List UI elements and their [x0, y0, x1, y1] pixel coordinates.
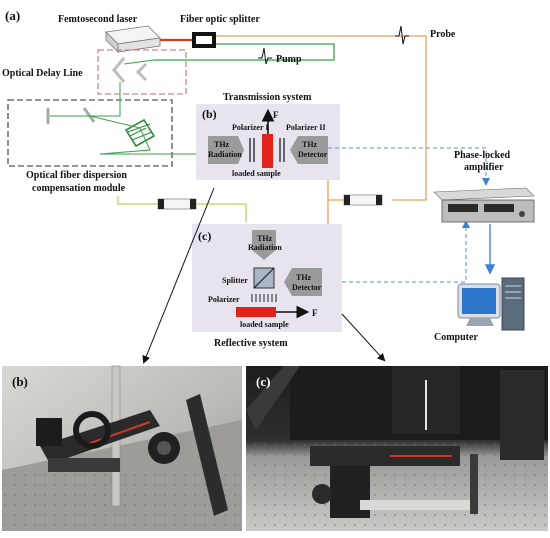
fiber-coupler-left-icon [157, 198, 197, 210]
thz-radiation-r-icon [252, 230, 276, 260]
thz-det-r-label-2: Detector [292, 283, 322, 292]
pump-fiber-lower [117, 196, 247, 222]
polarizer-r-icon [251, 294, 277, 302]
amplifier-icon [433, 187, 535, 223]
loaded-sample-t-label: loaded sample [232, 169, 281, 178]
dispersion-module-box [7, 99, 173, 167]
photo-b [2, 365, 242, 531]
thz-radiation-t-icon [208, 136, 244, 164]
panel-a-label: (a) [5, 8, 20, 23]
loaded-sample-r-label: loaded sample [240, 320, 289, 329]
probe-fiber-line [216, 35, 427, 201]
computer-label: Computer [434, 332, 478, 343]
thz-rad-r-label-1: THz [257, 234, 273, 243]
splitter-r-label: Splitter [222, 276, 248, 285]
probe-pulse-icon [395, 25, 409, 45]
probe-label: Probe [430, 29, 456, 40]
thz-rad-t-label-1: THz [214, 140, 230, 149]
photo-c [246, 366, 548, 531]
amplifier-label-2: amplifier [464, 162, 504, 173]
delay-beam [123, 59, 155, 65]
computer-icon [457, 277, 525, 331]
force-label-t: F [273, 110, 279, 120]
thz-rad-r-label-2: Radiation [248, 243, 282, 252]
thz-det-t-label-2: Detector [298, 150, 328, 159]
signal-line-r [300, 220, 470, 283]
thz-det-t-label-1: THz [302, 140, 318, 149]
panel-c-label: (c) [198, 229, 211, 243]
pump-fiber-line [154, 43, 335, 61]
amplifier-label-1: Phase-locked [454, 150, 511, 161]
sample-r-icon [236, 307, 276, 317]
polarizer-r-label: Polarizer [208, 295, 240, 304]
dispersion-beam [50, 96, 121, 117]
femtosecond-laser-icon [105, 25, 161, 53]
thz-rad-t-label-2: Radiation [208, 150, 242, 159]
polarizer1-label: Polarizer I [232, 123, 269, 132]
sample-t-icon [262, 134, 273, 168]
pump-to-module [100, 140, 207, 155]
reflective-title: Reflective system [214, 338, 288, 349]
dispersion-beam-2 [89, 115, 151, 155]
signal-line-t [328, 147, 490, 186]
force-label-r: F [312, 308, 318, 318]
beam-splitter-icon [253, 267, 275, 289]
polarizer2-label: Polarizer II [286, 123, 326, 132]
thz-detector-r-icon [284, 268, 322, 296]
callout-arrow-b [142, 187, 215, 364]
splitter-label: Fiber optic splitter [180, 14, 260, 25]
laser-label: Femtosecond laser [58, 14, 138, 25]
panel-b-label: (b) [202, 107, 217, 121]
delay-line-label: Optical Delay Line [2, 68, 83, 79]
photo-b-label: (b) [12, 374, 28, 389]
fiber-splitter-icon [192, 32, 216, 48]
callout-arrow-c [341, 313, 386, 362]
delay-mirror-icon [112, 57, 148, 83]
thz-det-r-label-1: THz [296, 273, 312, 282]
pump-pulse-icon [258, 47, 272, 65]
dispersion-mirror-2 [82, 107, 96, 123]
fiber-coupler-right-icon [343, 194, 383, 206]
delay-line-box [97, 49, 187, 95]
transmission-title: Transmission system [223, 92, 312, 103]
dispersion-label-1: Optical fiber dispersion [26, 170, 127, 181]
photo-c-label: (c) [256, 374, 270, 389]
pump-label: Pump [276, 54, 302, 65]
thz-detector-t-icon [290, 136, 328, 164]
grating-icon [124, 118, 156, 148]
dispersion-label-2: compensation module [32, 183, 126, 194]
